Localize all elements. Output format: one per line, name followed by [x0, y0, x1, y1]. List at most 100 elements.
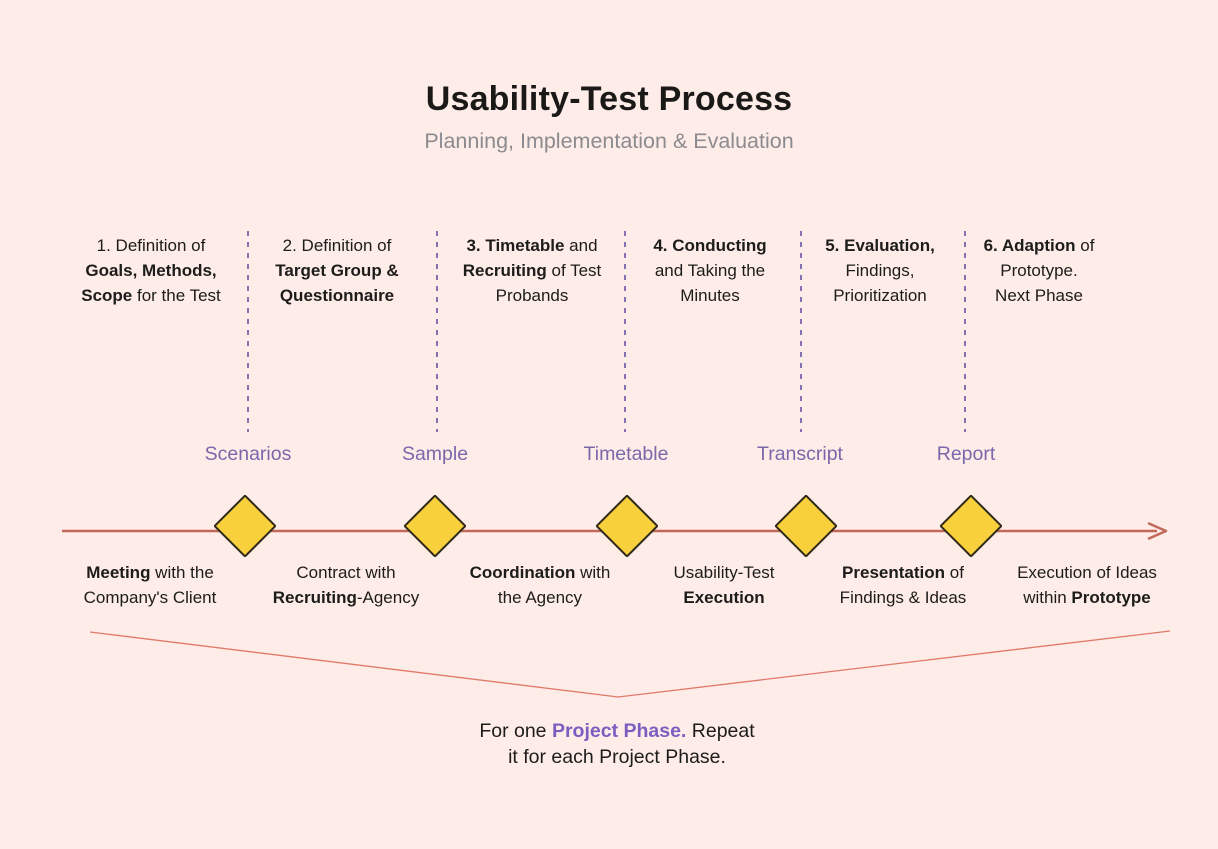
text-segment: Contract with — [296, 563, 396, 582]
text-line: the Agency — [470, 585, 611, 610]
text-line: Questionnaire — [275, 283, 398, 308]
text-segment: 5. — [825, 236, 845, 255]
text-line: Goals, Methods, — [81, 258, 221, 283]
text-segment: Adaption — [1001, 236, 1076, 255]
milestone-label: Transcript — [757, 443, 843, 465]
text-segment: with — [575, 563, 611, 582]
text-segment: for the Test — [132, 286, 221, 305]
text-segment: of — [945, 563, 964, 582]
text-segment: Questionnaire — [279, 286, 395, 305]
text-line: 1. Definition of — [81, 233, 221, 258]
text-segment: Conducting — [672, 236, 767, 255]
text-segment: Prototype. — [1000, 261, 1078, 280]
text-line: Findings & Ideas — [840, 585, 967, 610]
text-line: 4. Conducting — [653, 233, 766, 258]
text-line: Target Group & — [275, 258, 398, 283]
text-line: and Taking the — [653, 258, 766, 283]
text-segment: Usability-Test — [673, 563, 775, 582]
milestone-diamond-icon — [774, 494, 838, 558]
text-line: Usability-Test — [673, 560, 774, 585]
text-line: Minutes — [653, 283, 766, 308]
text-segment: Findings, — [845, 261, 915, 280]
text-segment: Prioritization — [833, 286, 927, 305]
text-segment: Goals, Methods, — [85, 261, 217, 280]
text-line: Findings, — [825, 258, 935, 283]
phase-separator — [624, 231, 626, 432]
milestone-diamond-icon — [213, 494, 277, 558]
text-segment: Prototype — [1071, 588, 1151, 607]
text-line: 5. Evaluation, — [825, 233, 935, 258]
text-segment: and — [564, 236, 598, 255]
text-segment: Meeting — [86, 563, 151, 582]
text-line: it for each Project Phase. — [479, 745, 754, 771]
text-line: 3. Timetable and — [463, 233, 602, 258]
text-segment: of Test — [546, 261, 602, 280]
text-line: 6. Adaption of — [984, 233, 1095, 258]
text-line: within Prototype — [1017, 585, 1157, 610]
text-line: Execution of Ideas — [1017, 560, 1157, 585]
timeline-arrowhead-icon — [1147, 522, 1168, 540]
phase-step: 5. Evaluation, Findings, Prioritization — [825, 233, 935, 308]
text-segment: it for each Project Phase. — [508, 745, 726, 768]
text-line: Recruiting-Agency — [273, 585, 419, 610]
text-segment: For one — [479, 720, 552, 742]
text-line: Coordination with — [470, 560, 611, 585]
text-segment: -Agency — [356, 588, 420, 607]
text-line: Execution — [673, 585, 774, 610]
milestone-diamond-icon — [939, 494, 1003, 558]
text-segment: Execution of Ideas — [1017, 563, 1157, 582]
phase-separator — [247, 231, 249, 432]
deliverable-item: Execution of Ideas within Prototype — [1017, 560, 1157, 610]
text-segment: Recruiting — [272, 588, 357, 607]
text-segment: 6. — [983, 236, 1002, 255]
text-segment: 1. Definition of — [96, 236, 206, 255]
text-line: Meeting with the — [84, 560, 217, 585]
phase-step: 2. Definition of Target Group & Questionna… — [275, 233, 398, 308]
text-segment: Repeat — [686, 720, 755, 742]
text-segment: and Taking the — [654, 261, 766, 280]
text-line: Prioritization — [825, 283, 935, 308]
text-segment: Execution — [683, 588, 765, 607]
text-segment: Next Phase — [995, 286, 1083, 305]
text-line: Presentation of — [840, 560, 967, 585]
text-line: Next Phase — [984, 283, 1095, 308]
text-segment: of — [1075, 236, 1095, 255]
milestone-diamond-icon — [595, 494, 659, 558]
phase-separator — [800, 231, 802, 432]
phase-bracket-line — [89, 630, 1171, 698]
text-line: Recruiting of Test — [463, 258, 602, 283]
text-segment: Probands — [495, 286, 569, 305]
text-segment: the Agency — [497, 588, 583, 607]
milestone-label: Scenarios — [204, 443, 292, 465]
text-line: Probands — [463, 283, 602, 308]
text-segment: within — [1023, 588, 1072, 607]
text-segment: Recruiting — [462, 261, 547, 280]
text-line: Scope for the Test — [81, 283, 221, 308]
text-segment: Findings & Ideas — [839, 588, 967, 607]
text-segment: Target Group & — [275, 261, 399, 280]
text-segment: 3. — [466, 236, 486, 255]
phase-separator — [964, 231, 966, 432]
milestone-label: Report — [936, 443, 996, 465]
phase-step: 1. Definition of Goals, Methods, Scope for… — [81, 233, 221, 308]
page-subtitle: Planning, Implementation & Evaluation — [424, 129, 794, 153]
text-segment: Coordination — [469, 563, 576, 582]
text-segment: Presentation — [842, 563, 946, 582]
text-segment: 2. Definition of — [282, 236, 392, 255]
text-line: 2. Definition of — [275, 233, 398, 258]
text-segment: 4. — [653, 236, 673, 255]
text-segment: Project Phase. — [551, 720, 687, 742]
page-title: Usability-Test Process — [425, 80, 793, 118]
text-segment: Scope — [81, 286, 133, 305]
text-segment: with the — [150, 563, 214, 582]
text-segment: Evaluation, — [844, 236, 935, 255]
text-line: Company's Client — [84, 585, 217, 610]
text-segment: Company's Client — [83, 588, 217, 607]
project-phase-note: For one Project Phase. Repeat it for each… — [479, 719, 754, 770]
